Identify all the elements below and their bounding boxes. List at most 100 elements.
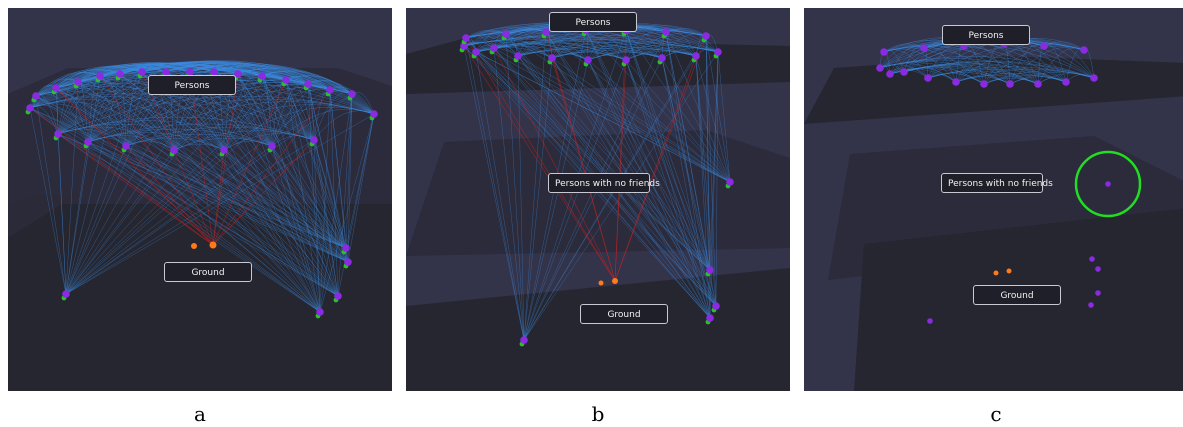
friend-edge: [345, 93, 353, 249]
friend-edge: [65, 89, 331, 295]
friend-edge: [285, 79, 347, 249]
person-node: [122, 142, 130, 150]
friend-edge: [65, 149, 225, 295]
friend-edge: [125, 145, 349, 263]
person-node: [1062, 78, 1070, 86]
person-node: [334, 292, 342, 300]
person-node: [548, 54, 556, 62]
friend-edge: [705, 35, 711, 271]
person-node: [462, 34, 470, 42]
friend-edge: [65, 145, 273, 295]
person-node: [692, 52, 700, 60]
friend-edge: [475, 51, 525, 341]
friend-edge: [65, 79, 287, 295]
ground-node: [993, 270, 999, 276]
friend-edge: [307, 83, 321, 313]
person-node: [880, 48, 888, 56]
friend-edge: [57, 68, 167, 135]
ground-layer-label[interactable]: Ground: [580, 304, 668, 324]
ground-edge: [493, 47, 616, 282]
friend-edge: [313, 139, 339, 297]
friend-edge: [29, 107, 67, 295]
isolated-person-node: [1095, 290, 1101, 296]
person-node: [490, 44, 498, 52]
friend-edge: [65, 73, 121, 295]
persons-layer-label[interactable]: Persons: [942, 25, 1030, 45]
person-node: [96, 72, 104, 80]
person-node: [62, 290, 70, 298]
ground-plane: [406, 268, 790, 391]
friend-edge: [57, 133, 349, 263]
ground-edge: [614, 29, 627, 282]
person-node: [1034, 80, 1042, 88]
friend-edges: [463, 22, 731, 341]
friend-edge: [493, 47, 525, 341]
panel-b: Persons Persons with no friends Ground: [406, 8, 790, 391]
person-node: [234, 70, 242, 78]
friend-edge: [585, 29, 711, 271]
person-node: [584, 56, 592, 64]
person-node: [662, 28, 670, 36]
friend-edges: [29, 60, 375, 313]
friend-edge: [65, 145, 127, 295]
ground-edge: [55, 87, 214, 246]
friend-edge: [119, 73, 349, 263]
person-node: [622, 56, 630, 64]
friend-edge: [523, 51, 719, 341]
friend-edge: [119, 73, 339, 297]
friend-edge: [329, 89, 349, 263]
friend-edge: [261, 70, 375, 115]
friend-edge: [523, 57, 553, 341]
friend-edge: [173, 149, 321, 313]
no-friends-layer-label[interactable]: Persons with no friends: [941, 173, 1053, 193]
friend-edge: [223, 133, 315, 151]
person-node: [210, 68, 218, 76]
friend-edge: [475, 51, 731, 183]
person-node: [658, 54, 666, 62]
person-node: [714, 48, 722, 56]
persons-layer-label[interactable]: Persons: [549, 12, 637, 32]
person-node: [304, 80, 312, 88]
scene-a: [8, 60, 392, 391]
friend-edge: [463, 45, 711, 271]
caption-a: a: [194, 402, 206, 426]
person-node: [886, 70, 894, 78]
person-node: [1080, 46, 1088, 54]
person-node: [920, 44, 928, 52]
persons-layer-label[interactable]: Persons: [148, 75, 236, 95]
friend-edge: [463, 45, 525, 341]
friend-edge: [587, 59, 731, 183]
person-node: [74, 78, 82, 86]
person-node: [876, 64, 884, 72]
ground-node: [209, 241, 217, 249]
person-node: [170, 146, 178, 154]
friend-edge: [173, 79, 309, 151]
friend-edge: [665, 29, 719, 53]
scene-c: [804, 36, 1183, 391]
friend-edge: [337, 93, 353, 297]
friend-edge: [57, 116, 315, 141]
friend-edge: [65, 149, 175, 295]
friend-edge: [307, 80, 375, 115]
friend-edge: [55, 87, 339, 297]
person-node: [726, 178, 734, 186]
friend-edge: [223, 149, 339, 297]
friend-edge: [709, 51, 719, 319]
person-node: [900, 68, 908, 76]
friend-edge: [587, 45, 719, 61]
ground-layer-label[interactable]: Ground: [164, 262, 252, 282]
friend-edge: [545, 31, 711, 271]
ground-layer-label[interactable]: Ground: [973, 285, 1061, 305]
friend-edge: [125, 145, 339, 297]
plane-shadow: [8, 194, 78, 238]
person-node: [282, 76, 290, 84]
person-node: [702, 32, 710, 40]
ground-edge: [212, 89, 331, 246]
friend-edge: [77, 81, 321, 313]
ground-node: [1006, 268, 1012, 274]
friend-edge: [213, 71, 347, 249]
friend-edge: [125, 145, 347, 249]
no-friends-layer-label[interactable]: Persons with no friends: [548, 173, 660, 193]
friend-edge: [35, 95, 321, 313]
friend-edge: [271, 145, 349, 263]
